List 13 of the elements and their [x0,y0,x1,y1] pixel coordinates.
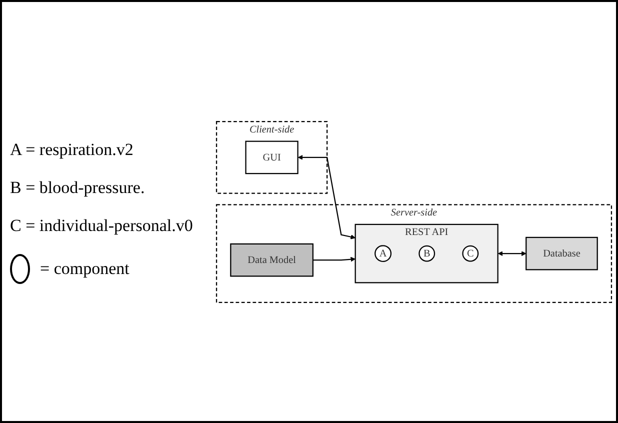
note-text: A = respiration.v2 [10,140,134,160]
legend-text: = component [40,258,130,278]
arrow [498,250,526,256]
node-box: Data Model [230,242,314,276]
node-circle: B [418,244,436,262]
note-text: C = individual-personal.v0 [10,216,194,236]
arrow [298,154,356,239]
node-box: GUI [245,140,298,174]
arrow [312,256,356,262]
node-box: Database [526,236,598,270]
node-circle: A [374,244,392,262]
note-text: B = blood-pressure. [10,178,146,198]
node-circle: C [462,244,479,262]
